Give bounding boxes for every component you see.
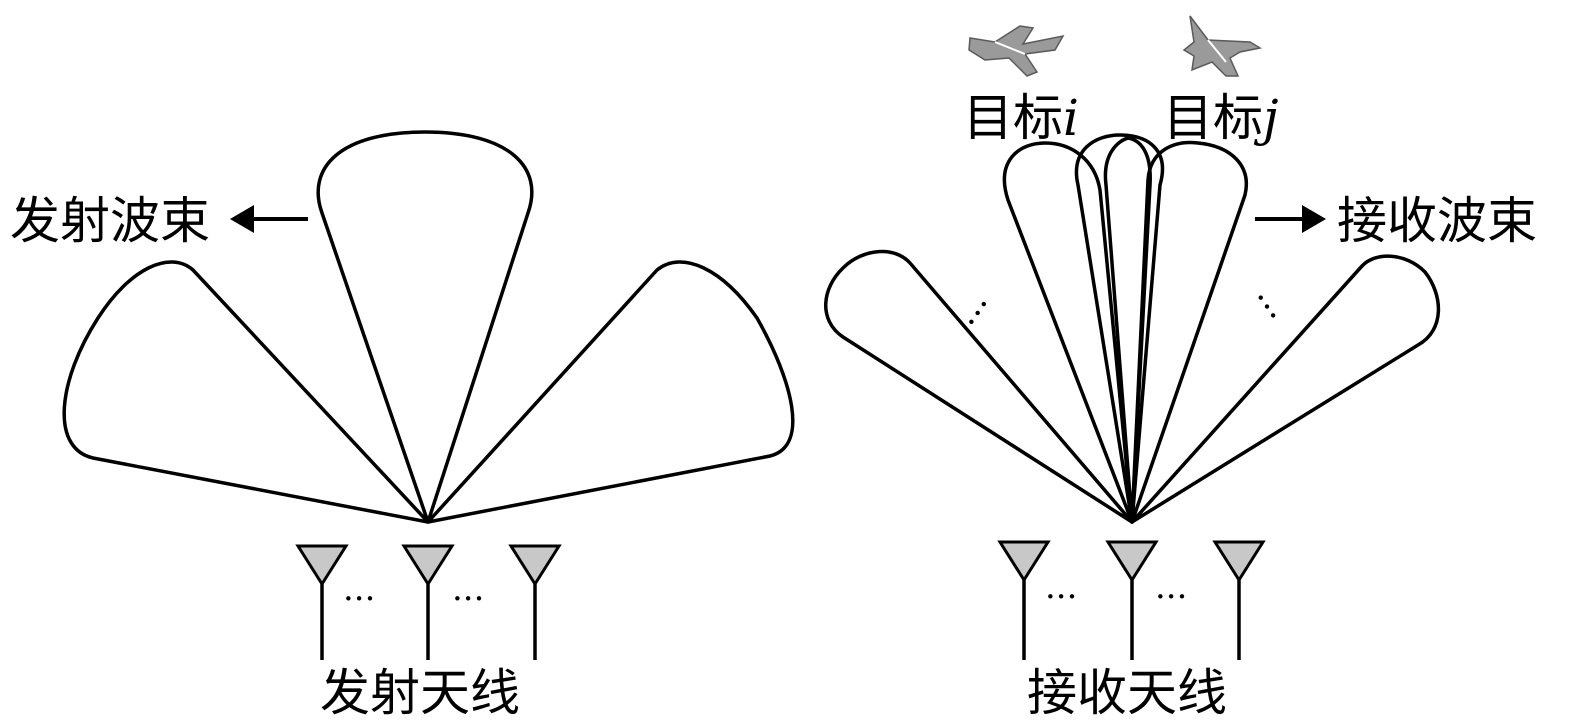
receive-antenna-ellipsis-1: ···	[1045, 577, 1077, 617]
antenna-icon	[401, 544, 455, 660]
transmit-beam-center	[316, 130, 534, 524]
receive-antenna-ellipsis-2: ···	[1155, 577, 1187, 617]
receive-beam-ellipsis-right: ···	[1241, 282, 1292, 332]
antenna-icon	[1105, 540, 1159, 660]
receive-beam-inner-2	[1074, 133, 1165, 524]
transmit-antenna-label: 发射天线	[320, 664, 520, 722]
antenna-icon	[508, 544, 562, 660]
antenna-icon	[295, 544, 349, 660]
transmit-antenna-ellipsis-2: ···	[452, 579, 484, 619]
receive-beam-ellipsis-left: ···	[953, 289, 1004, 339]
transmit-beams	[62, 130, 795, 524]
target-j-label: 目标j	[1163, 89, 1279, 147]
receive-beam-right	[1130, 254, 1441, 524]
transmit-beam-right	[426, 260, 795, 524]
antenna-icon	[997, 540, 1051, 660]
receive-beam-inner-1	[1002, 141, 1134, 524]
receive-beam-label: 接收波束	[1337, 192, 1537, 250]
target-i: 目标i	[963, 25, 1079, 147]
target-i-index: i	[1063, 89, 1079, 147]
fighter-jet-icon	[1182, 15, 1263, 77]
receive-beams	[824, 133, 1441, 524]
transmit-antenna-array: ··· ···	[295, 544, 562, 660]
target-i-prefix: 目标	[963, 89, 1063, 147]
antenna-icon	[1212, 540, 1266, 660]
target-i-label: 目标i	[963, 89, 1079, 147]
transmit-antenna-ellipsis-1: ···	[343, 579, 375, 619]
receive-antenna-array: ··· ···	[997, 540, 1266, 660]
target-j: 目标j	[1163, 15, 1279, 147]
receive-beam-left	[824, 249, 1134, 524]
transmit-beam-left	[62, 260, 430, 524]
receive-beam-inner-4	[1130, 140, 1248, 524]
target-j-prefix: 目标	[1163, 89, 1263, 147]
transmit-beam-label: 发射波束	[10, 192, 210, 250]
fighter-jet-icon	[968, 25, 1065, 77]
receive-antenna-label: 接收天线	[1027, 664, 1227, 722]
